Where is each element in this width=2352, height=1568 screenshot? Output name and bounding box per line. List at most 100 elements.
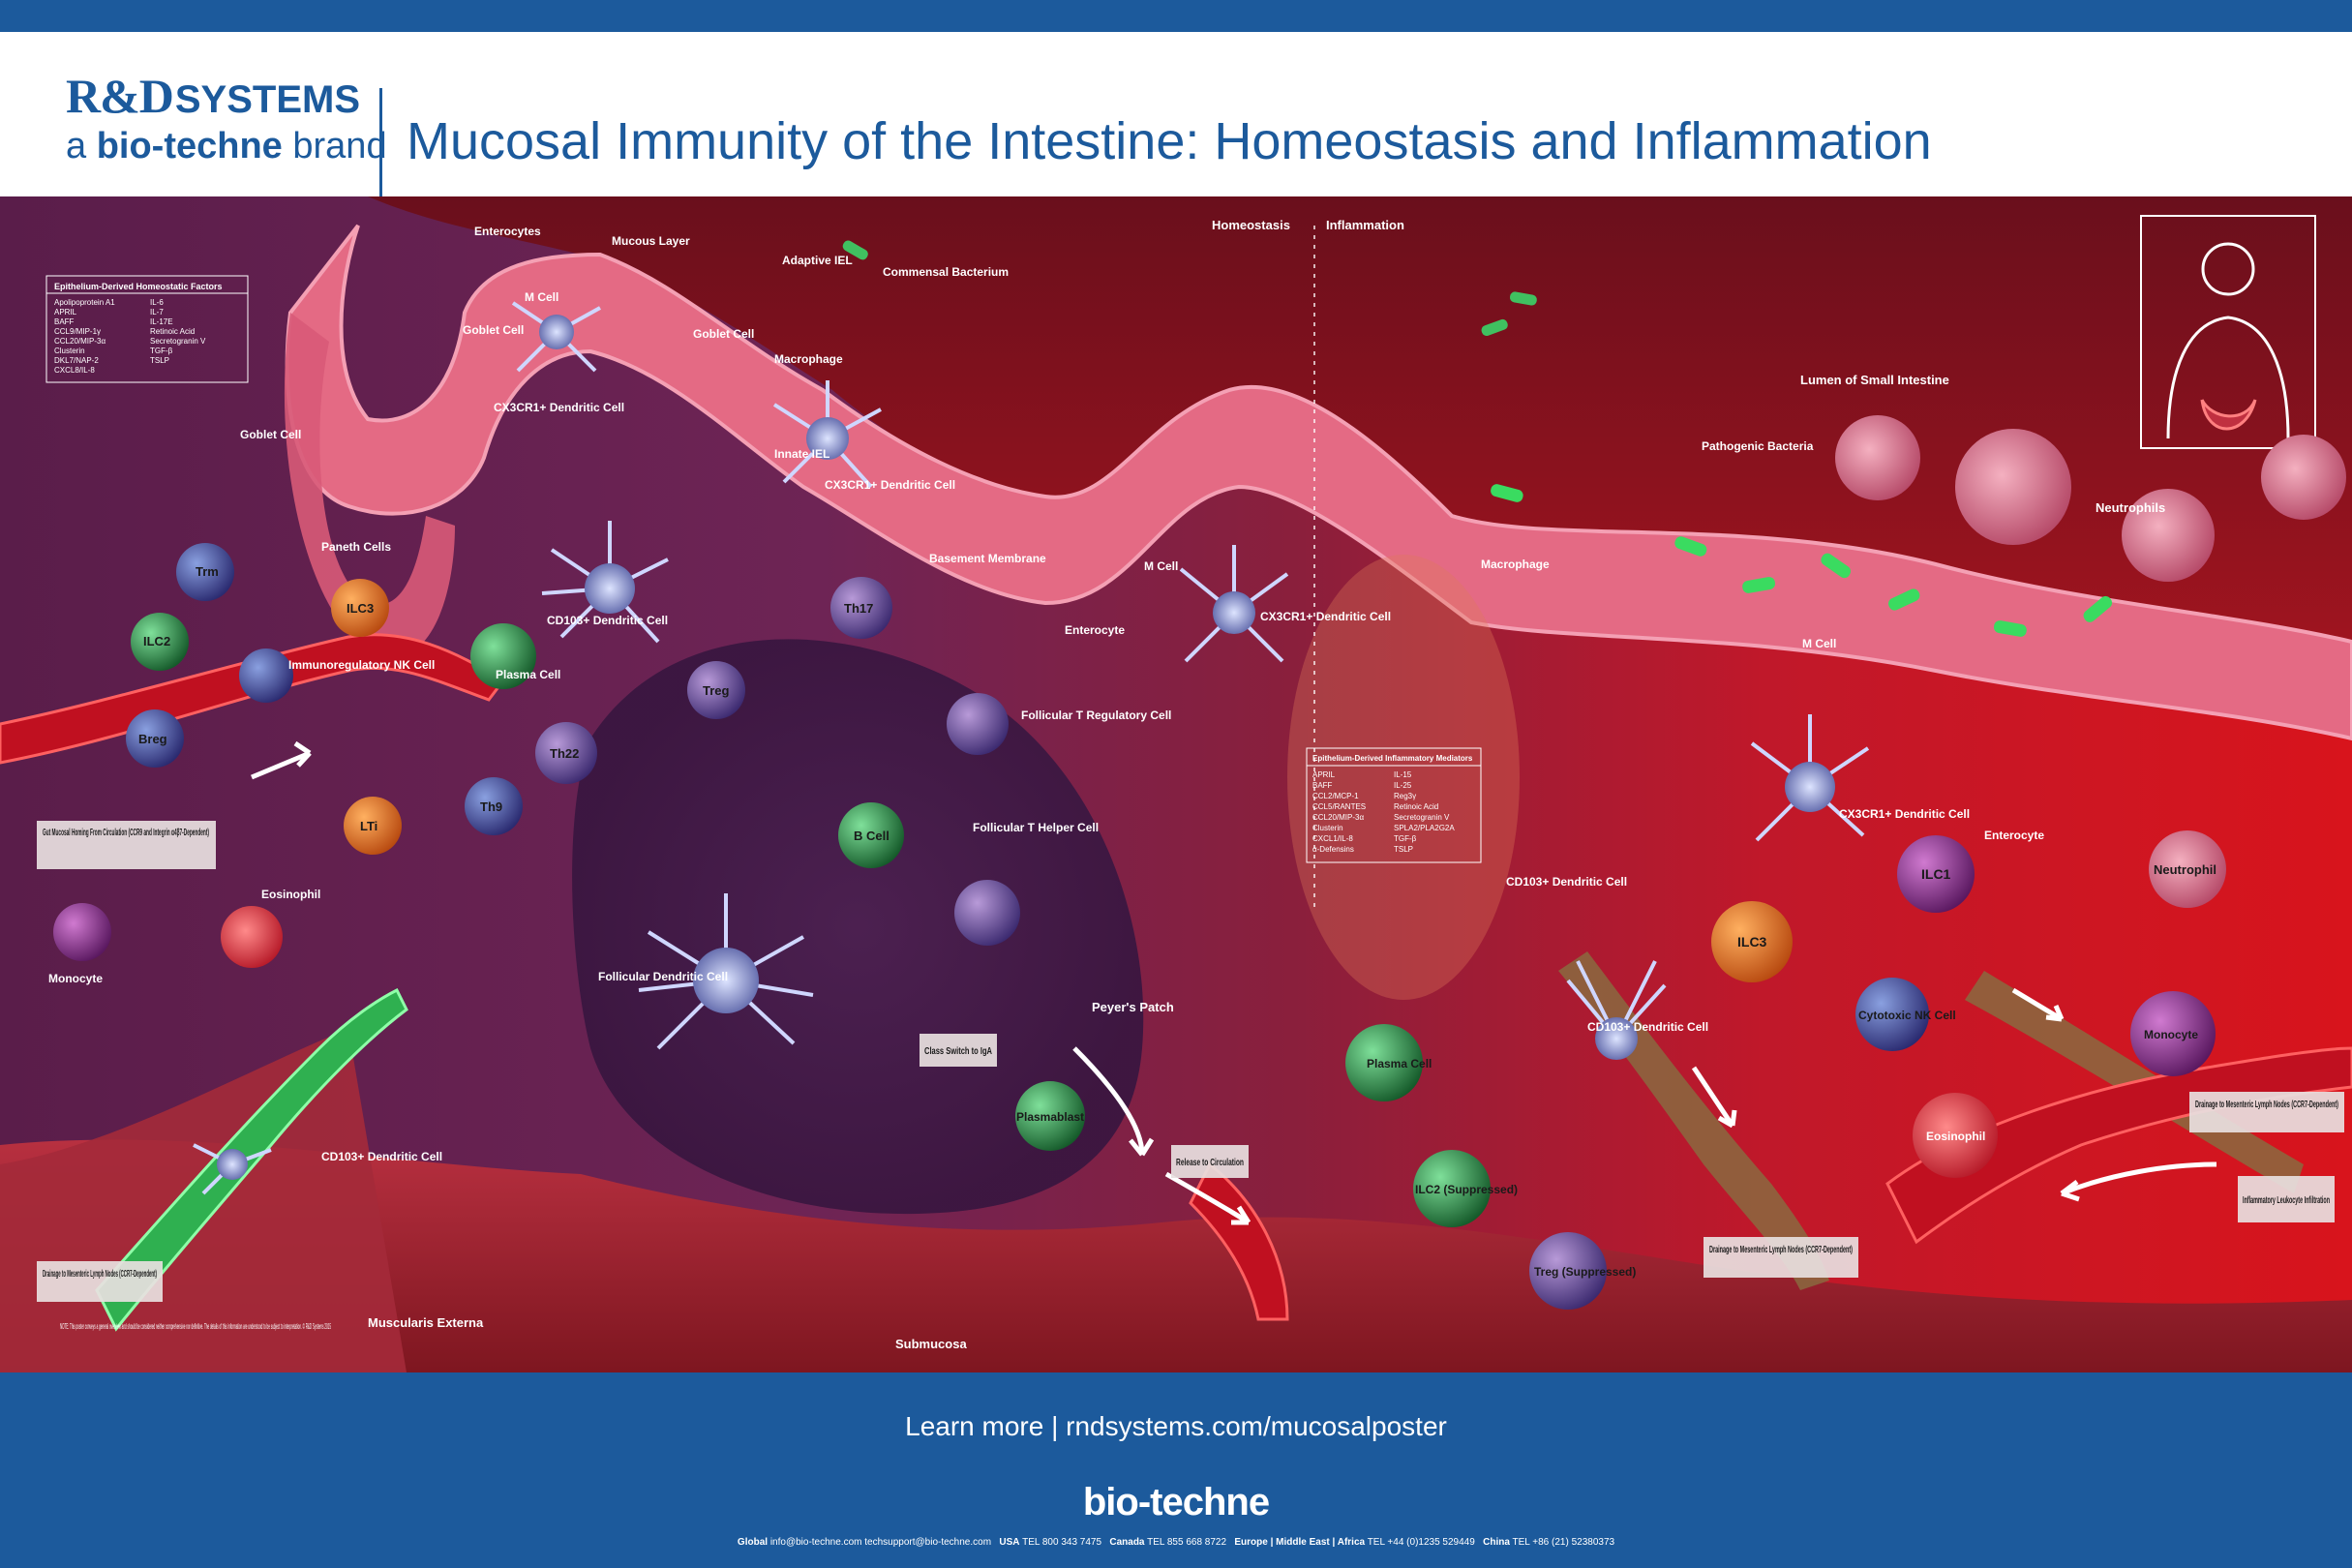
hf-row: CCL9/MIP-1γ — [54, 327, 101, 336]
hf-row: DKL7/NAP-2 — [54, 356, 99, 365]
treg-suppressed-cell — [1529, 1232, 1607, 1310]
goblet-cell-label: Goblet Cell — [463, 323, 524, 337]
commensal-bacterium-label: Commensal Bacterium — [883, 265, 1009, 279]
follicular-treg-label: Follicular T Regulatory Cell — [1021, 709, 1171, 722]
top-bar — [0, 0, 2352, 32]
ilc2-cell-homeostasis — [131, 613, 189, 671]
blood-vessel-left — [0, 633, 506, 765]
contact-emails[interactable]: info@bio-techne.com techsupport@bio-tech… — [769, 1537, 992, 1548]
th17-cell — [830, 577, 892, 639]
im-row: CCL2/MCP-1 — [1312, 792, 1359, 800]
usa-label: USA — [999, 1537, 1020, 1548]
muscularis-label: Muscularis Externa — [368, 1315, 484, 1330]
poster-illustration: Epithelium-Derived Homeostatic Factors A… — [0, 196, 2352, 1372]
learn-more-link[interactable]: Learn more | rndsystems.com/mucosalposte… — [905, 1411, 1447, 1441]
hf-row: TGF-β — [150, 347, 173, 355]
brand-a: a — [66, 126, 97, 166]
header-divider — [379, 88, 382, 204]
ilc2-suppressed-cell — [1413, 1150, 1491, 1227]
ilc3-label: ILC3 — [347, 601, 374, 616]
class-switch-text: Class Switch to IgA — [924, 1046, 992, 1057]
infiltration-text: Inflammatory Leukocyte Infiltration — [2243, 1195, 2330, 1206]
biotechne-logo[interactable]: bio-techne — [1082, 1481, 1270, 1523]
immune-cells — [53, 543, 2226, 1310]
dendritic-cell-icons — [193, 301, 1870, 1195]
breg-label: Breg — [138, 732, 167, 746]
lumen-label: Lumen of Small Intestine — [1800, 373, 1949, 387]
im-row: Secretogranin V — [1394, 813, 1450, 822]
cd103-dc-label: CD103+ Dendritic Cell — [1506, 875, 1627, 889]
hf-row: Apolipoprotein A1 — [54, 298, 115, 307]
hf-row: IL-17E — [150, 317, 173, 326]
trm-cell — [176, 543, 234, 601]
lamina-propria-glow — [1287, 555, 1520, 1000]
canada-label: Canada — [1109, 1537, 1145, 1548]
m-cell-label: M Cell — [1144, 559, 1178, 573]
brand-brand: brand — [282, 126, 387, 166]
im-row: Retinoic Acid — [1394, 802, 1438, 811]
macrophage-label: Macrophage — [1481, 558, 1550, 571]
peyers-patch-label: Peyer's Patch — [1092, 1000, 1174, 1014]
body-silhouette-icon — [2166, 242, 2290, 439]
paneth-cells-label: Paneth Cells — [321, 540, 391, 554]
crypt-left — [284, 313, 455, 658]
ilc2-label: ILC2 — [143, 634, 170, 648]
plasma-cell-inflammation — [1345, 1024, 1423, 1101]
treg-suppressed-label: Treg (Suppressed) — [1534, 1265, 1636, 1279]
plasma-cell-label: Plasma Cell — [496, 668, 560, 681]
rnd-systems-logo[interactable]: R&DSYSTEMS a bio-techne brand — [66, 69, 387, 175]
hf-row: APRIL — [54, 308, 77, 317]
brand-rnd: R&D — [66, 69, 174, 123]
im-row: CCL5/RANTES — [1312, 802, 1366, 811]
usa-tel: TEL 800 343 7475 — [1022, 1537, 1102, 1548]
plasmablast-label: Plasmablast — [1016, 1110, 1084, 1124]
homeostatic-factors-title: Epithelium-Derived Homeostatic Factors — [54, 282, 223, 291]
drainage-box-left: Drainage to Mesenteric Lymph Nodes (CCR7… — [37, 1261, 163, 1302]
follicular-treg-cell — [947, 693, 1009, 755]
neutrophils-label: Neutrophils — [2096, 500, 2165, 515]
drainage-text: Drainage to Mesenteric Lymph Nodes (CCR7… — [43, 1269, 157, 1280]
innate-iel-label: Innate IEL — [774, 447, 829, 461]
neutrophil-inflammation — [2149, 830, 2226, 908]
adaptive-iel-label: Adaptive IEL — [782, 254, 853, 267]
ilc3-label: ILC3 — [1737, 934, 1767, 950]
im-row: CXCL1/IL-8 — [1312, 834, 1353, 843]
neutrophils-lumen — [1835, 415, 2346, 582]
ilc2-suppressed-label: ILC2 (Suppressed) — [1415, 1183, 1518, 1196]
im-row: IL-15 — [1394, 770, 1412, 779]
im-row: APRIL — [1312, 770, 1336, 779]
cx3cr1-dc-label: CX3CR1+ Dendritic Cell — [494, 401, 624, 414]
breg-cell — [126, 709, 184, 768]
brand-biotechne: bio-techne — [96, 126, 283, 166]
cd103-dc-label: CD103+ Dendritic Cell — [547, 614, 668, 627]
brand-subline: a bio-techne brand — [66, 126, 387, 166]
m-cell-label: M Cell — [1802, 637, 1836, 650]
basement-membrane-label: Basement Membrane — [929, 552, 1046, 565]
cytotoxic-nk-cell — [1855, 978, 1929, 1051]
gut-homing-box: Gut Mucosal Homing From Circulation (CCR… — [37, 821, 216, 869]
monocyte-label: Monocyte — [48, 972, 103, 985]
commensal-bacteria-group — [842, 240, 1537, 337]
eosinophil-label: Eosinophil — [261, 888, 320, 901]
class-switch-box: Class Switch to IgA — [920, 1034, 997, 1067]
epithelium — [285, 224, 2352, 741]
th9-cell — [465, 777, 523, 835]
footer: Learn more | rndsystems.com/mucosalposte… — [0, 1372, 2352, 1568]
lymph-vessel-left — [95, 987, 408, 1332]
trm-label: Trm — [196, 564, 219, 579]
hf-row: CCL20/MIP-3α — [54, 337, 106, 346]
b-cell — [838, 802, 904, 868]
drainage-text: Drainage to Mesenteric Lymph Nodes (CCR7… — [2195, 1100, 2338, 1110]
monocyte-homeostasis — [53, 903, 111, 961]
muscularis-externa — [0, 1139, 2352, 1372]
china-tel: TEL +86 (21) 52380373 — [1512, 1537, 1615, 1548]
th9-label: Th9 — [480, 799, 502, 814]
hf-row: IL-7 — [150, 308, 164, 317]
treg-cell — [687, 661, 745, 719]
inflammatory-mediators-title: Epithelium-Derived Inflammatory Mediator… — [1312, 754, 1473, 763]
ilc3-cell-homeostasis — [331, 579, 389, 637]
china-label: China — [1483, 1537, 1510, 1548]
hf-row: Clusterin — [54, 347, 85, 355]
ilc1-label: ILC1 — [1921, 866, 1951, 882]
inflammatory-infiltration-box: Inflammatory Leukocyte Infiltration — [2238, 1176, 2335, 1222]
